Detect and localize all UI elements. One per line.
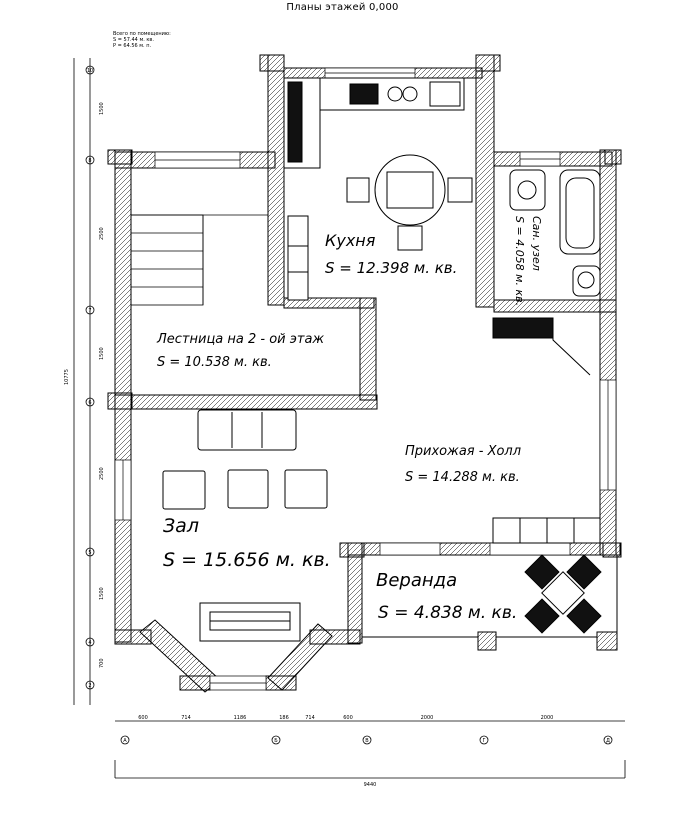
kitchen-counter	[283, 77, 465, 301]
axis-row-7: 7	[88, 308, 91, 314]
room-kitchen-name: Кухня	[325, 231, 376, 250]
bottom-dim-3: 1186	[234, 715, 247, 721]
left-dim-2: 2500	[99, 227, 105, 240]
room-hall-name: Прихожая - Холл	[405, 444, 521, 459]
axis-row-8: 8	[88, 158, 91, 164]
bottom-dim-7: 2000	[421, 715, 434, 721]
bottom-dim-8: 2000	[541, 715, 554, 721]
living-room-furniture	[162, 409, 328, 642]
room-stair-name: Лестница на 2 - ой этаж	[156, 332, 324, 347]
plan-title: Планы этажей 0,000	[286, 2, 399, 13]
axis-col-b: Б	[274, 738, 278, 744]
axis-col-a: А	[123, 738, 127, 744]
left-dim-4: 2500	[99, 467, 105, 480]
left-dim-total: 10775	[64, 369, 70, 385]
left-dimension-line	[73, 58, 95, 705]
bottom-dim-1: 600	[138, 715, 148, 721]
left-dim-5: 1500	[99, 587, 105, 600]
room-veranda-name: Веранда	[376, 570, 457, 591]
veranda-furniture	[524, 554, 602, 634]
axis-row-4: 4	[88, 640, 91, 646]
staircase	[130, 214, 268, 306]
axis-row-10: 10	[87, 68, 93, 74]
wall-bath-bottom	[493, 299, 617, 313]
room-kitchen-area: S = 12.398 м. кв.	[325, 259, 457, 277]
axis-col-d: Д	[606, 738, 610, 744]
room-bath-name: Сан. узел	[530, 216, 543, 271]
room-stair-area: S = 10.538 м. кв.	[157, 355, 272, 370]
kitchen-dining-table	[346, 154, 473, 251]
left-dim-1: 1500	[99, 102, 105, 115]
wall-right	[599, 149, 617, 556]
totals-block: Всего по помещению: S = 57.44 м. кв. P =…	[113, 31, 171, 49]
bottom-dimension-line	[114, 720, 626, 779]
bottom-dim-5: 714	[305, 715, 315, 721]
wall-kitchen-right	[475, 54, 495, 308]
totals-perimeter: P = 64.56 м. п.	[113, 43, 152, 49]
wall-veranda-left	[347, 542, 363, 644]
room-living-name: Зал	[163, 515, 199, 537]
windows	[114, 67, 617, 691]
left-dim-3: 1500	[99, 347, 105, 360]
hall-furniture	[492, 317, 601, 544]
bottom-dim-6: 600	[343, 715, 353, 721]
room-living-area: S = 15.656 м. кв.	[163, 549, 331, 571]
bathroom-fixtures	[509, 169, 601, 297]
totals-heading: Всего по помещению:	[113, 31, 171, 37]
wall-hall-left	[359, 297, 377, 401]
axis-row-5: 5	[88, 550, 91, 556]
axis-row-6: 6	[88, 400, 91, 406]
axis-col-g: Г	[482, 738, 485, 744]
wall-middle	[114, 394, 378, 410]
left-dim-6: 700	[99, 658, 105, 668]
bottom-dim-4: 186	[279, 715, 289, 721]
room-veranda-area: S = 4.838 м. кв.	[378, 603, 517, 623]
axis-row-2: 2	[88, 683, 91, 689]
bottom-dim-2: 714	[181, 715, 191, 721]
wall-kitchen-left	[267, 54, 285, 306]
room-bath-area: S = 4.058 м. кв.	[513, 216, 526, 306]
axis-col-v: В	[365, 738, 369, 744]
walls	[107, 54, 622, 693]
veranda-railing	[362, 555, 618, 638]
bottom-dim-total: 9440	[364, 782, 377, 788]
totals-area: S = 57.44 м. кв.	[113, 37, 154, 43]
room-hall-area: S = 14.288 м. кв.	[405, 470, 520, 485]
